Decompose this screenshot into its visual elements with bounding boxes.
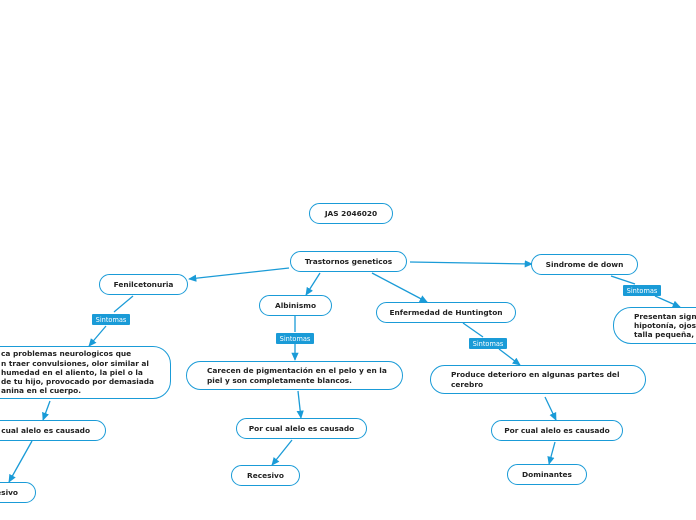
edge-hunt-desc-alelo [544,396,557,421]
edge-fenilcetonuria-sintomas [113,295,134,313]
root-node[interactable]: JAS 2046020 [309,203,393,224]
edge-trastornos-down [409,260,533,268]
edge-trastornos-huntington [371,272,428,303]
fen-desc-text: ca problemas neurologicos que n traer co… [1,349,155,396]
down-desc-text: Presentan signo hipotonía, ojos r talla … [634,311,696,340]
down-sintomas-label: Sintomas [623,285,661,296]
edge-trastornos-albinismo [305,272,321,296]
fen-tipo-node[interactable]: esivo [0,482,36,503]
edge-alb-alelo-tipo [271,439,293,466]
alb-alelo-node[interactable]: Por cual alelo es causado [236,418,367,439]
alb-sintomas-label: Sintomas [276,333,314,344]
hunt-alelo-node[interactable]: Por cual alelo es causado [491,420,623,441]
edge-hunt-alelo-tipo [547,441,556,465]
huntington-node[interactable]: Enfermedad de Huntington [376,302,516,323]
albinismo-description-node[interactable]: Carecen de pigmentación en el pelo y en … [186,361,403,390]
fen-sintomas-label: Sintomas [92,314,130,325]
edge-alb-desc-alelo [296,390,304,419]
hunt-sintomas-label: Sintomas [469,338,507,349]
edge-sintomas-down-desc [654,295,681,308]
edge-huntington-sintomas [462,322,484,338]
edge-sintomas-hunt-desc [498,348,521,366]
hunt-desc-text: Produce deterioro en algunas partes del … [451,370,620,389]
alb-desc-text: Carecen de pigmentación en el pelo y en … [207,366,387,385]
trastornos-geneticos-node[interactable]: Trastornos geneticos [290,251,407,272]
alb-tipo-node[interactable]: Recesivo [231,465,300,486]
hunt-tipo-node[interactable]: Dominantes [507,464,587,485]
fenilcetonuria-node[interactable]: Fenilcetonuria [99,274,188,295]
fen-alelo-node[interactable]: or cual alelo es causado [0,420,106,441]
edge-sintomas-fen-desc [88,325,107,347]
edge-trastornos-fenilcetonuria [188,267,290,282]
huntington-description-node[interactable]: Produce deterioro en algunas partes del … [430,365,646,394]
sindrome-down-node[interactable]: Sindrome de down [531,254,638,275]
edge-fen-alelo-tipo [8,440,33,483]
down-description-node[interactable]: Presentan signo hipotonía, ojos r talla … [613,307,696,344]
edge-down-sintomas [610,275,636,285]
fenilcetonuria-description-node[interactable]: ca problemas neurologicos que n traer co… [0,346,171,399]
albinismo-node[interactable]: Albinismo [259,295,332,316]
edge-fen-desc-alelo [42,400,51,421]
